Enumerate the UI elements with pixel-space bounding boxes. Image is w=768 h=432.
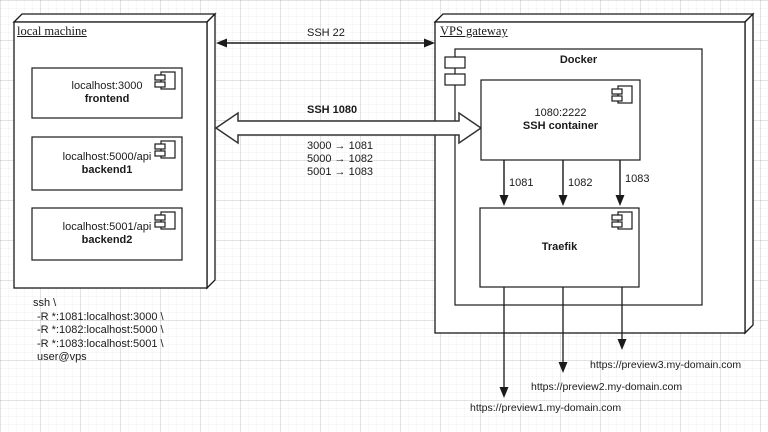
docker-label: Docker xyxy=(559,54,598,66)
docker-port-tab xyxy=(444,73,466,86)
ssh22-arrow xyxy=(216,38,435,48)
ssh-command-line: -R *:1082:localhost:5000 \ xyxy=(37,324,164,336)
vps-gateway-node-top xyxy=(433,13,755,23)
ssh22-label: SSH 22 xyxy=(307,27,345,39)
ssh-container-label: 1080:2222 SSH container xyxy=(481,80,640,160)
port-mapping-list: 3000 → 1081 5000 → 1082 5001 → 1083 xyxy=(307,140,373,179)
traefik-box xyxy=(479,207,640,288)
local-machine-node-side xyxy=(206,12,216,290)
docker-port-tab xyxy=(444,56,466,69)
frontend-address: localhost:3000 xyxy=(71,80,143,92)
backend1-label: localhost:5000/api backend1 xyxy=(32,137,182,190)
frontend-label: localhost:3000 frontend xyxy=(32,68,182,118)
port-label-1082: 1082 xyxy=(568,177,593,189)
ssh-container-ports: 1080:2222 xyxy=(534,107,587,119)
url-preview3: https://preview3.my-domain.com xyxy=(590,359,742,371)
vps-gateway-title: VPS gateway xyxy=(440,24,508,38)
local-machine-node-top xyxy=(12,13,217,23)
backend1-address: localhost:5000/api xyxy=(62,150,152,163)
ssh-command-line: ssh \ xyxy=(33,297,57,309)
ssh-command: ssh \ -R *:1081:localhost:3000 \ -R *:10… xyxy=(33,297,164,365)
local-machine-title: local machine xyxy=(17,24,87,38)
port-mapping-row: 3000 → 1081 xyxy=(307,140,374,152)
port-mapping-row: 5001 → 1083 xyxy=(307,166,374,178)
backend2-label: localhost:5001/api backend2 xyxy=(32,208,182,260)
port-label-1083: 1083 xyxy=(625,173,650,185)
ssh-command-line: -R *:1083:localhost:5001 \ xyxy=(37,337,164,350)
url-preview2: https://preview2.my-domain.com xyxy=(531,381,683,393)
backend1-name: backend1 xyxy=(81,163,133,176)
backend2-address: localhost:5001/api xyxy=(62,221,152,233)
ssh-command-line: user@vps xyxy=(37,351,87,363)
ssh-command-line: -R *:1081:localhost:3000 \ xyxy=(37,310,164,323)
traefik-out-arrows xyxy=(499,287,627,398)
traefik-label: Traefik xyxy=(541,241,578,253)
vps-gateway-node-side xyxy=(744,12,754,335)
port-label-1081: 1081 xyxy=(509,177,534,189)
frontend-name: frontend xyxy=(84,93,130,105)
ssh1080-label: SSH 1080 xyxy=(307,104,358,116)
ssh-container-name: SSH container xyxy=(522,120,599,132)
ssh-to-traefik-arrows xyxy=(499,160,625,206)
port-mapping-row: 5000 → 1082 xyxy=(307,153,374,165)
backend2-name: backend2 xyxy=(81,234,133,246)
url-preview1: https://preview1.my-domain.com xyxy=(470,402,622,414)
